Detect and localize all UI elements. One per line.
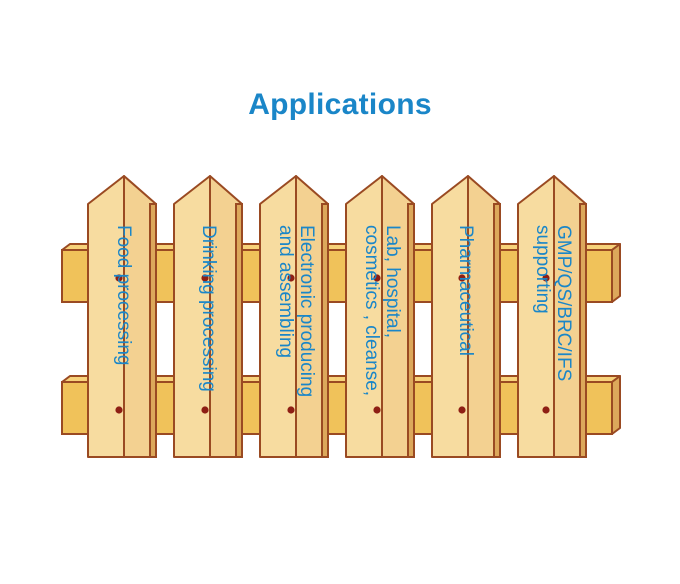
nail-bottom-2 (201, 406, 209, 414)
plank-label-gmp-supporting: GMP/QS/BRC/IFS supporting (532, 225, 574, 382)
picket-2 (173, 175, 243, 458)
plank-label-lab-hospital: Lab, hospital, cosmetics , cleanse, (361, 225, 403, 397)
nail-bottom-3 (287, 406, 295, 414)
nail-bottom-5 (458, 406, 466, 414)
picket-6 (517, 175, 587, 458)
nail-top-3 (287, 274, 295, 282)
nail-top-6 (542, 274, 550, 282)
nail-bottom-6 (542, 406, 550, 414)
nail-top-2 (201, 274, 209, 282)
nail-bottom-4 (373, 406, 381, 414)
plank-label-electronic-producing: Electronic producing and assembling (275, 225, 317, 398)
plank-label-drinking-processing: Drinking processing (198, 225, 219, 392)
plank-label-food-processing: Food processing (113, 225, 134, 366)
nail-top-5 (458, 274, 466, 282)
picket-1 (87, 175, 157, 458)
plank-label-pharmaceutical: Pharmaceutical (455, 225, 476, 356)
page-title: Applications (248, 88, 432, 121)
nail-bottom-1 (115, 406, 123, 414)
nail-top-4 (373, 274, 381, 282)
picket-5 (431, 175, 501, 458)
picket-3 (259, 175, 329, 458)
picket-4 (345, 175, 415, 458)
nail-top-1 (115, 274, 123, 282)
